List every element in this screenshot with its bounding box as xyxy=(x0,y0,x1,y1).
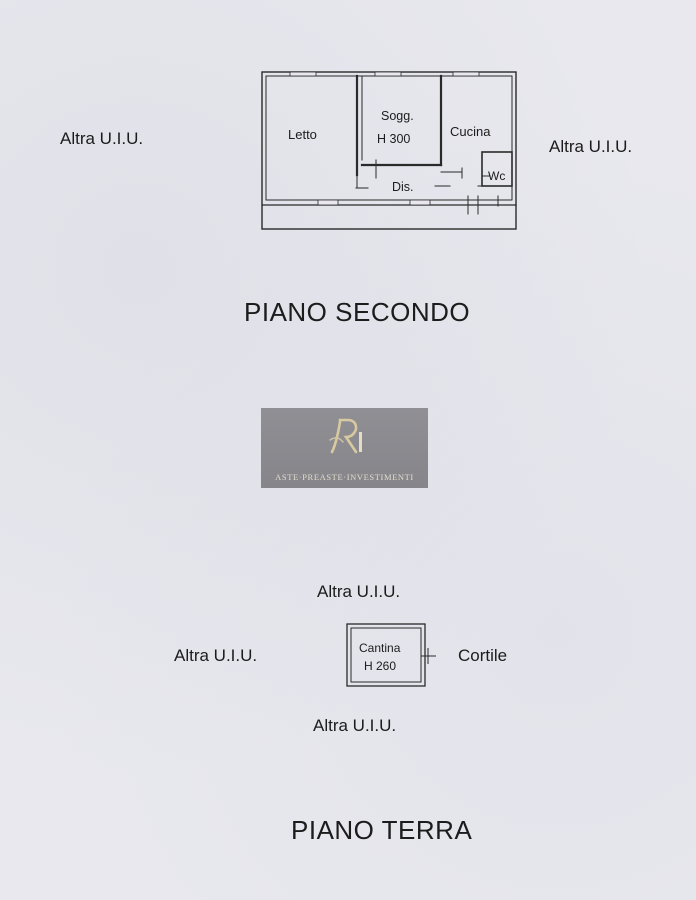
ground-floor-neighbor-left: Altra U.I.U. xyxy=(174,646,258,665)
second-floor-title: PIANO SECONDO xyxy=(244,297,471,327)
wc-room-wall xyxy=(481,151,513,187)
room-soggiorno-label: Sogg. xyxy=(381,109,414,123)
logo-text: ASTE·PREASTE·INVESTIMENTI xyxy=(275,472,414,482)
room-dis-label: Dis. xyxy=(392,180,414,194)
agency-logo: ASTE·PREASTE·INVESTIMENTI xyxy=(261,408,428,488)
ground-floor-neighbor-bottom: Altra U.I.U. xyxy=(313,716,397,735)
room-wc-label: Wc xyxy=(488,169,505,183)
room-cantina-height: H 260 xyxy=(364,659,396,673)
cantina-outer-wall xyxy=(346,623,426,687)
room-letto-label: Letto xyxy=(288,127,317,142)
second-floor-neighbor-left: Altra U.I.U. xyxy=(60,129,144,148)
window-letto xyxy=(289,71,317,77)
cantina-inner-wall xyxy=(350,627,422,683)
second-floor-neighbor-right: Altra U.I.U. xyxy=(549,137,633,156)
logo-mark-icon xyxy=(329,418,362,454)
window-cucina xyxy=(452,71,480,77)
ground-floor-neighbor-right: Cortile xyxy=(458,646,508,665)
window-soggiorno xyxy=(374,71,402,77)
room-soggiorno-height: H 300 xyxy=(377,132,410,146)
room-cucina-label: Cucina xyxy=(450,124,491,139)
ground-floor-title: PIANO TERRA xyxy=(291,815,473,845)
ground-floor-neighbor-top: Altra U.I.U. xyxy=(317,582,401,601)
room-cantina-label: Cantina xyxy=(359,641,401,655)
